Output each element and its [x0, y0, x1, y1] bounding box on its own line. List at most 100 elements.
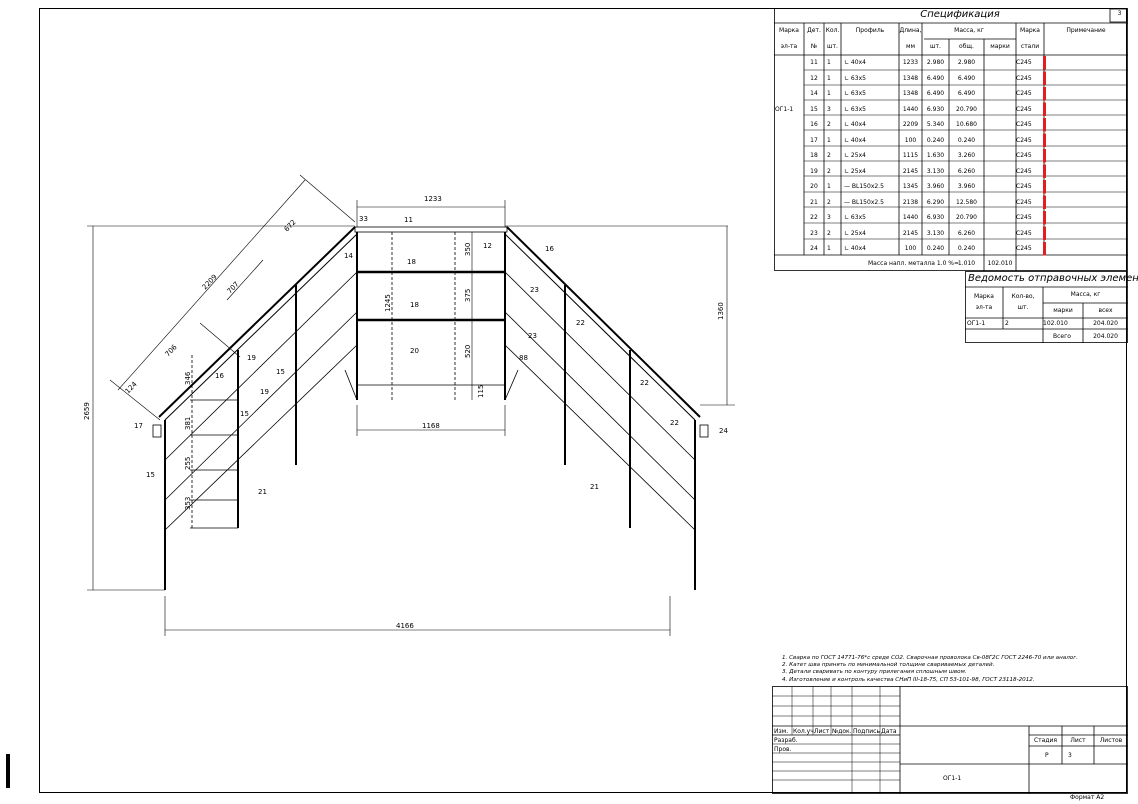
dim-1245: 1245: [384, 294, 392, 312]
spec-cell-m_tot: 10.680: [956, 121, 977, 128]
callout: 12: [483, 242, 492, 250]
mark-mass: 102.010: [987, 260, 1013, 267]
tb-sheet-val: 3: [1068, 752, 1072, 759]
callout: 21: [590, 483, 599, 491]
dim-88: 88: [519, 354, 528, 362]
spec-cell-m_tot: 6.490: [957, 74, 976, 82]
spec-cell-steel: С245: [1016, 121, 1032, 128]
spec-cell-det: 15: [810, 105, 818, 113]
spec-cell-m_pc: 3.960: [926, 183, 945, 190]
spec-cell-qty: 2: [827, 167, 831, 175]
tb-podp: Подпись: [853, 728, 880, 735]
dim-right-height: 1360: [717, 302, 725, 320]
ship-hdr-mass-mark: марки: [1053, 307, 1073, 314]
spec-cell-steel: С245: [1016, 183, 1032, 190]
tb-list: Лист: [814, 728, 830, 735]
technical-notes: 1. Сварка по ГОСТ 14771-76*с среде СО2. …: [782, 655, 1122, 684]
spec-cell-det: 22: [810, 214, 818, 221]
steel-red-marker: [1043, 149, 1046, 163]
spec-cell-len: 2145: [902, 229, 919, 237]
tb-prov: Пров.: [774, 746, 792, 753]
weld-value: 1.010: [957, 260, 976, 267]
hdr-det-top: Дет.: [807, 27, 821, 34]
spec-cell-profile: ∟ 40х4: [844, 136, 866, 144]
spec-cell-profile: ∟ 40х4: [844, 121, 866, 128]
steel-red-markers: [1043, 56, 1046, 256]
spec-cell-profile: ∟ 40х4: [844, 59, 866, 66]
callout: 21: [258, 488, 267, 496]
spec-title: Спецификация: [920, 9, 1000, 20]
spec-cell-steel: С245: [1016, 105, 1032, 113]
spec-cell-len: 1115: [902, 152, 919, 159]
spec-cell-m_pc: 0.240: [926, 136, 945, 144]
drawing-frame: [39, 8, 1127, 793]
spec-cell-steel: С245: [1016, 214, 1032, 221]
spec-cell-m_tot: 2.980: [957, 59, 976, 66]
spec-cell-m_tot: 20.790: [956, 214, 977, 221]
steel-red-marker: [1043, 180, 1046, 194]
spec-cell-qty: 1: [827, 74, 831, 82]
spec-cell-steel: С245: [1016, 245, 1032, 252]
spec-cell-m_tot: 0.240: [957, 245, 976, 252]
tb-ndok: №док.: [832, 728, 852, 735]
spec-cell-m_tot: 0.240: [957, 136, 976, 144]
tb-stage-val: Р: [1045, 752, 1049, 759]
hdr-qty-bot: шт.: [827, 43, 838, 50]
spec-cell-len: 100: [904, 245, 917, 252]
hdr-profile: Профиль: [855, 27, 885, 34]
tb-sheet: Лист: [1070, 737, 1086, 744]
spec-cell-det: 19: [810, 167, 818, 175]
hdr-length-bot: мм: [905, 43, 916, 50]
ship-total-label: Всего: [1053, 333, 1071, 340]
steel-red-marker: [1043, 242, 1046, 256]
hdr-steel-top: Марка: [1020, 27, 1040, 34]
ship-hdr-qty-bot: шт.: [1017, 304, 1029, 311]
ship-total-value: 204.020: [1093, 333, 1118, 340]
shipping-table: [965, 271, 1128, 343]
dim-slope-total: 2209: [201, 273, 219, 291]
spec-cell-profile: ∟ 63х5: [844, 90, 866, 97]
tb-izm: Изм.: [774, 728, 789, 735]
dim-350: 350: [464, 243, 472, 256]
spec-cell-len: 1233: [902, 59, 919, 66]
spec-cell-qty: 3: [827, 105, 831, 113]
spec-cell-m_pc: 5.340: [926, 121, 945, 128]
element-mark: ОГ1-1: [775, 106, 794, 113]
spec-cell-m_tot: 3.960: [957, 183, 976, 190]
ship-row-mass-mark: 102.010: [1043, 320, 1068, 327]
callout: 14: [344, 252, 353, 260]
spec-cell-profile: ∟ 63х5: [844, 214, 866, 221]
spec-cell-len: 1348: [902, 74, 919, 82]
note-line: 3. Детали сваривать по контуру прилегани…: [782, 669, 967, 676]
steel-red-marker: [1043, 211, 1046, 225]
spec-cell-det: 18: [810, 152, 818, 159]
left-bar: [6, 754, 10, 788]
note-line: 1. Сварка по ГОСТ 14771-76*с среде СО2. …: [782, 655, 1078, 661]
spec-cell-len: 1440: [902, 105, 919, 113]
steel-red-marker: [1043, 56, 1046, 70]
spec-cell-profile: ∟ 25х4: [844, 167, 866, 175]
top-frame-rail: [354, 226, 508, 233]
spec-cell-profile: ∟ 63х5: [844, 105, 866, 113]
callout: 18: [410, 301, 419, 309]
spec-cell-det: 24: [810, 245, 818, 252]
dim-375: 375: [464, 289, 472, 302]
callout: 15: [276, 368, 285, 376]
steel-red-marker: [1043, 118, 1046, 132]
spec-cell-len: 2138: [902, 198, 919, 206]
spec-cell-profile: — BL150х2.5: [844, 183, 884, 190]
steel-red-marker: [1043, 226, 1046, 240]
steel-red-marker: [1043, 102, 1046, 116]
hdr-mass-top: Масса, кг: [954, 27, 984, 34]
tb-razrab: Разраб.: [774, 737, 798, 744]
shipping-title: Ведомость отправочных элементов: [968, 273, 1138, 284]
dim-bottom-width: 4166: [396, 622, 414, 630]
callout: 22: [576, 319, 585, 327]
spec-cell-m_tot: 6.260: [957, 167, 976, 175]
spec-cell-len: 1345: [902, 183, 919, 190]
callout: 15: [240, 410, 249, 418]
spec-cell-m_pc: 6.930: [926, 105, 945, 113]
spec-cell-qty: 2: [827, 198, 831, 206]
spec-cell-m_pc: 6.490: [926, 74, 945, 82]
